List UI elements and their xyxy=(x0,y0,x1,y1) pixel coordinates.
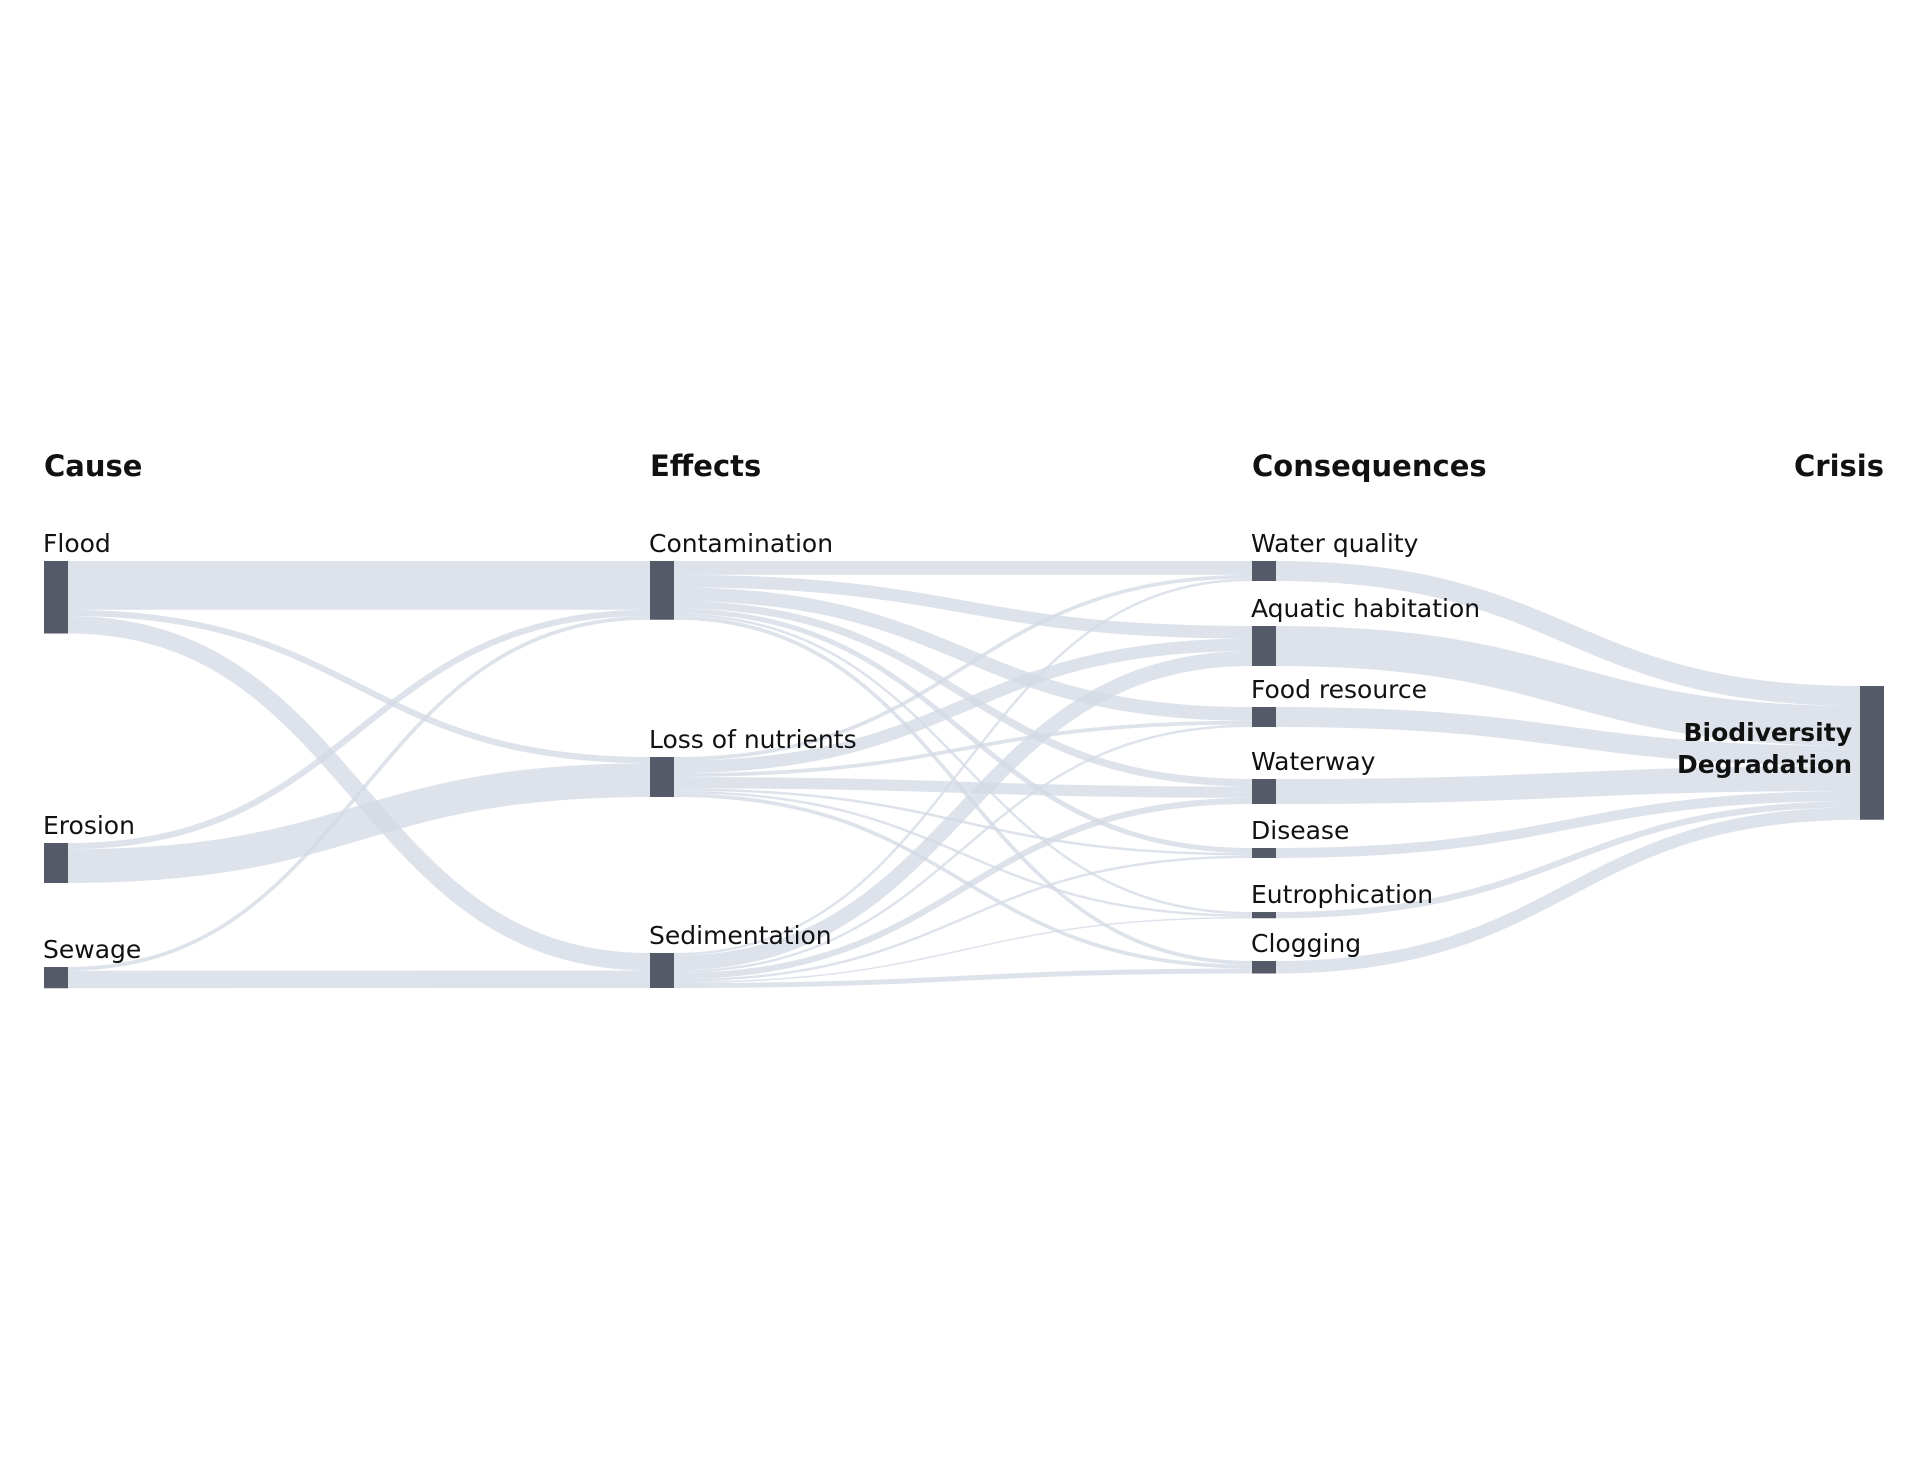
link-sedimentation-to-food xyxy=(673,724,1253,973)
link-contamination-to-aquatic xyxy=(673,574,1253,639)
link-contamination-to-food xyxy=(673,587,1253,721)
link-loss-to-water xyxy=(673,574,1253,761)
node-clogging xyxy=(1252,961,1276,974)
node-sedimentation xyxy=(650,953,674,988)
link-contamination-to-eutrophication xyxy=(673,613,1253,915)
link-waterway-to-biodiversity xyxy=(1275,766,1861,804)
header-consequences: Consequences xyxy=(1252,449,1487,483)
link-loss-to-eutrophication xyxy=(673,790,1253,917)
header-effects: Effects xyxy=(650,449,761,483)
link-sedimentation-to-disease xyxy=(673,855,1253,982)
link-contamination-to-clogging xyxy=(673,616,1253,965)
node-eutrophication xyxy=(1252,912,1276,919)
link-flood-to-loss xyxy=(67,609,651,764)
link-contamination-to-disease xyxy=(673,608,1253,853)
node-label-sewage: Sewage xyxy=(43,935,141,964)
node-flood xyxy=(44,561,68,634)
link-loss-to-waterway xyxy=(673,777,1253,798)
nodes-layer xyxy=(44,561,1884,989)
link-erosion-to-loss xyxy=(67,763,651,883)
node-sewage xyxy=(44,967,68,989)
node-label-aquatic: Aquatic habitation xyxy=(1251,594,1480,623)
link-disease-to-biodiversity xyxy=(1275,791,1861,858)
header-cause: Cause xyxy=(44,449,142,483)
node-label-flood: Flood xyxy=(43,529,111,558)
link-clogging-to-biodiversity xyxy=(1275,807,1861,974)
link-loss-to-clogging xyxy=(673,793,1253,969)
node-waterway xyxy=(1252,779,1276,804)
node-label-contamination: Contamination xyxy=(649,529,833,558)
link-sedimentation-to-water xyxy=(673,578,1253,956)
links-layer xyxy=(67,560,1861,989)
link-aquatic-to-biodiversity xyxy=(1275,626,1861,746)
link-loss-to-aquatic xyxy=(673,638,1253,774)
node-label-clogging: Clogging xyxy=(1251,929,1361,958)
link-sedimentation-to-waterway xyxy=(673,797,1253,980)
link-sedimentation-to-clogging xyxy=(673,968,1253,988)
node-aquatic xyxy=(1252,626,1276,666)
node-label-eutrophication: Eutrophication xyxy=(1251,880,1433,909)
link-erosion-to-contamination xyxy=(67,609,651,850)
node-contamination xyxy=(650,561,674,620)
link-contamination-to-waterway xyxy=(673,601,1253,787)
node-label-sedimentation: Sedimentation xyxy=(649,921,832,950)
link-water-to-biodiversity xyxy=(1275,561,1861,706)
node-label-food: Food resource xyxy=(1251,675,1427,704)
link-loss-to-food xyxy=(673,720,1253,777)
node-disease xyxy=(1252,848,1276,858)
link-sewage-to-contamination xyxy=(67,616,651,971)
link-loss-to-disease xyxy=(673,788,1253,856)
node-label-erosion: Erosion xyxy=(43,811,135,840)
node-label-water: Water quality xyxy=(1251,529,1419,558)
node-loss xyxy=(650,757,674,797)
node-erosion xyxy=(44,843,68,883)
node-water xyxy=(1252,561,1276,581)
link-sedimentation-to-eutrophication xyxy=(673,916,1253,984)
header-crisis: Crisis xyxy=(1794,449,1884,483)
link-eutrophication-to-biodiversity xyxy=(1275,801,1861,919)
node-label-loss: Loss of nutrients xyxy=(649,725,857,754)
node-biodiversity xyxy=(1860,686,1884,820)
link-food-to-biodiversity xyxy=(1275,707,1861,766)
node-food xyxy=(1252,707,1276,727)
link-sedimentation-to-aquatic xyxy=(673,651,1253,971)
node-label-waterway: Waterway xyxy=(1251,747,1376,776)
node-label-disease: Disease xyxy=(1251,816,1349,845)
